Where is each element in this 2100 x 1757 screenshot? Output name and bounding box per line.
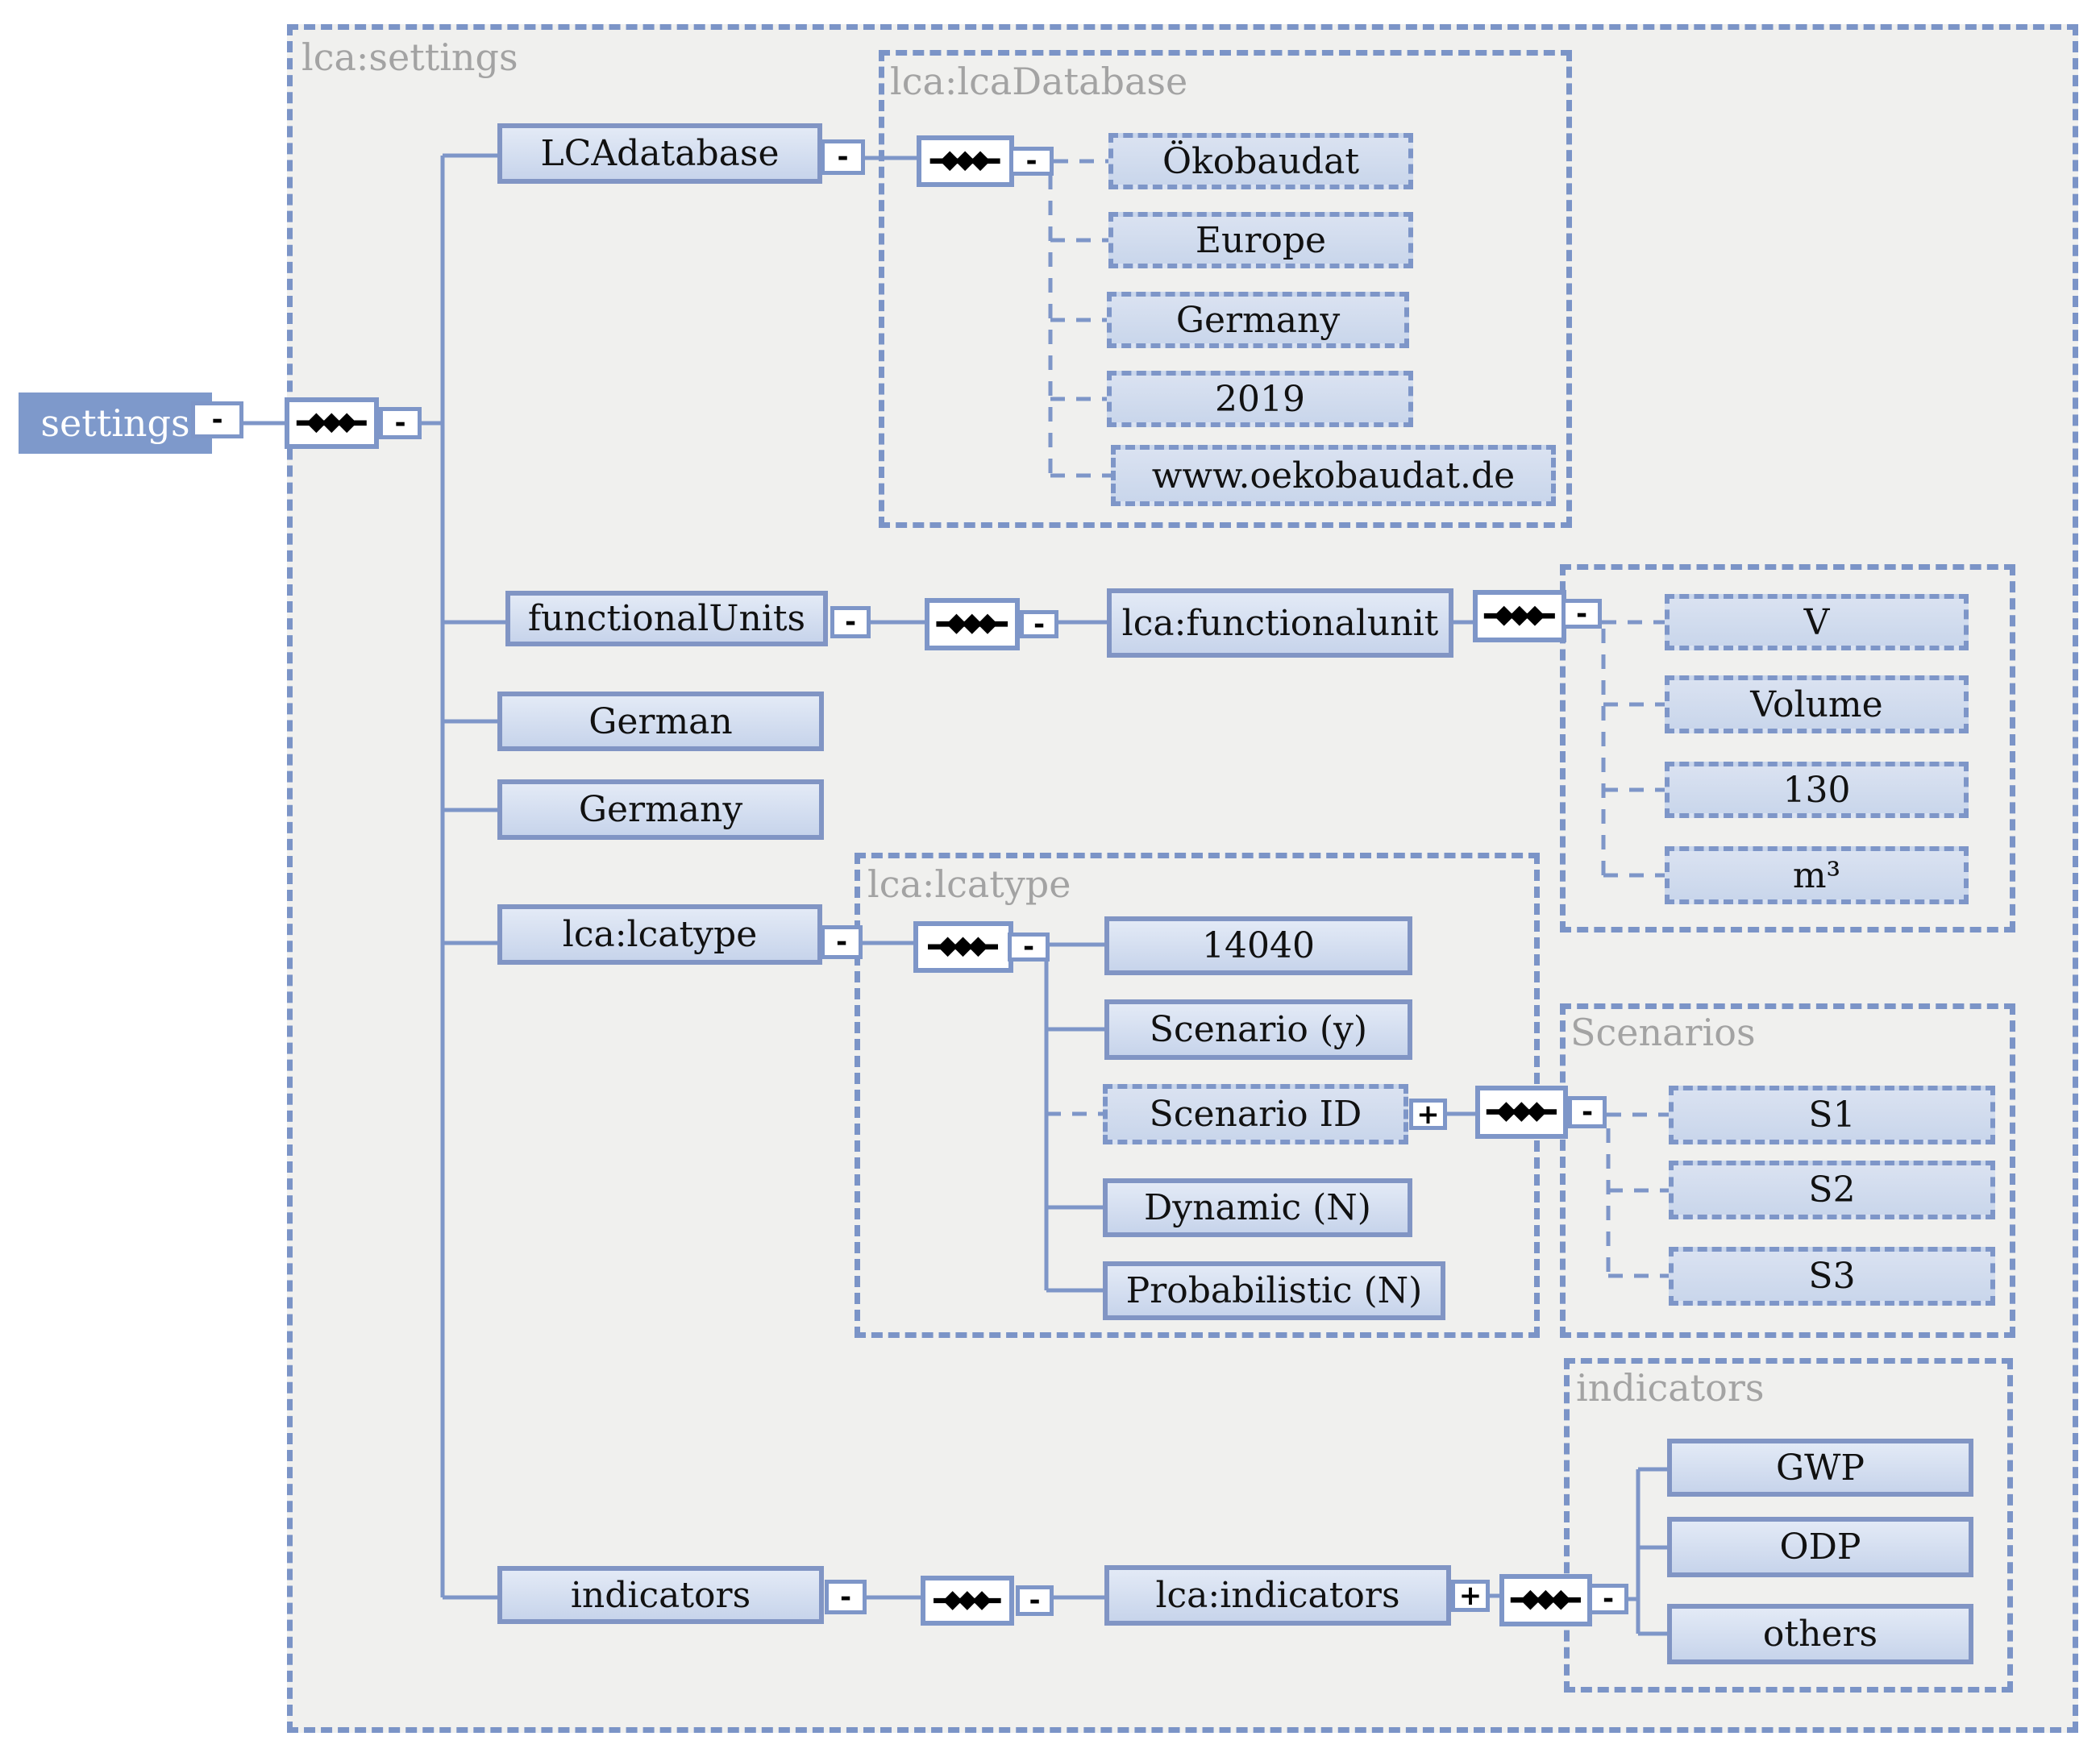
expand-button-scenario-id[interactable]: + <box>1409 1099 1447 1130</box>
value-volume[interactable]: Volume <box>1665 675 1969 733</box>
collapse-button-lca-lcatype[interactable]: - <box>821 925 863 959</box>
sequence-icon-lca-indicators[interactable] <box>1499 1574 1592 1626</box>
value-v[interactable]: V <box>1665 594 1969 650</box>
collapse-button-lca-lcatype-seq[interactable]: - <box>1008 932 1050 962</box>
root-element-settings[interactable]: settings <box>19 393 212 454</box>
value-dynamic-n[interactable]: Dynamic (N) <box>1103 1178 1412 1237</box>
element-germany[interactable]: Germany <box>497 779 824 840</box>
value-odp[interactable]: ODP <box>1667 1517 1973 1577</box>
container-indicators <box>1564 1358 2013 1693</box>
element-functionalunits[interactable]: functionalUnits <box>505 591 828 646</box>
container-label-lca-lcadatabase: lca:lcaDatabase <box>890 60 1188 103</box>
collapse-button-lcadatabase[interactable]: - <box>821 139 865 175</box>
sequence-icon-lca-lcatype[interactable] <box>913 921 1013 973</box>
collapse-button-indicators[interactable]: - <box>825 1580 867 1614</box>
value-s3[interactable]: S3 <box>1669 1247 1995 1306</box>
collapse-button-lcadatabase-seq[interactable]: - <box>1009 147 1054 176</box>
value-europe[interactable]: Europe <box>1108 212 1413 268</box>
container-lca-lcadatabase <box>879 50 1572 528</box>
dashed-connectors <box>1046 159 1669 1278</box>
collapse-button-settings-seq[interactable]: - <box>379 407 422 439</box>
sequence-icon-settings[interactable] <box>285 397 379 449</box>
element-lca-lcatype[interactable]: lca:lcatype <box>497 904 822 965</box>
element-lca-indicators[interactable]: lca:indicators <box>1104 1565 1451 1626</box>
element-lcadatabase[interactable]: LCAdatabase <box>497 123 822 184</box>
collapse-button-settings[interactable]: - <box>191 401 243 438</box>
sequence-icon-scenarios[interactable] <box>1475 1086 1568 1139</box>
sequence-icon-indicators[interactable] <box>921 1576 1014 1626</box>
collapse-button-lca-functionalunit-seq[interactable]: - <box>1561 599 1602 629</box>
value-gwp[interactable]: GWP <box>1667 1439 1973 1497</box>
value-www-oekobaudat-de[interactable]: www.oekobaudat.de <box>1111 445 1556 506</box>
element-indicators[interactable]: indicators <box>497 1566 824 1624</box>
container-label-lca-lcatype: lca:lcatype <box>867 862 1071 906</box>
value-probabilistic-n[interactable]: Probabilistic (N) <box>1103 1261 1445 1320</box>
value-2019[interactable]: 2019 <box>1107 371 1413 427</box>
collapse-button-functionalunits[interactable]: - <box>830 606 871 638</box>
sequence-icon-functionalunits[interactable] <box>925 598 1020 650</box>
container-scenarios <box>1560 1003 2015 1338</box>
container-label-lca-settings: lca:settings <box>301 35 518 79</box>
container-label-scenarios: Scenarios <box>1570 1011 1756 1054</box>
value-m3[interactable]: m³ <box>1665 846 1969 904</box>
solid-connectors <box>243 153 1667 1636</box>
value-oekobaudat[interactable]: Ökobaudat <box>1108 133 1413 189</box>
element-lca-functionalunit[interactable]: lca:functionalunit <box>1107 588 1453 658</box>
collapse-button-indicators-seq[interactable]: - <box>1016 1585 1054 1616</box>
value-s2[interactable]: S2 <box>1669 1161 1995 1219</box>
collapse-button-lca-indicators-seq[interactable]: - <box>1588 1584 1628 1614</box>
value-scenario-y[interactable]: Scenario (y) <box>1104 999 1412 1060</box>
value-130[interactable]: 130 <box>1665 762 1969 818</box>
container-label-indicators: indicators <box>1576 1366 1765 1410</box>
value-14040[interactable]: 14040 <box>1104 916 1412 975</box>
element-german[interactable]: German <box>497 692 824 751</box>
value-germany[interactable]: Germany <box>1107 292 1409 348</box>
value-scenario-id[interactable]: Scenario ID <box>1103 1084 1408 1144</box>
value-others[interactable]: others <box>1667 1604 1973 1664</box>
sequence-icon-lca-functionalunit[interactable] <box>1473 590 1566 642</box>
value-s1[interactable]: S1 <box>1669 1086 1995 1144</box>
container-functionalunit-values <box>1560 564 2015 932</box>
expand-button-lca-indicators[interactable]: + <box>1451 1580 1490 1612</box>
collapse-button-scenarios-seq[interactable]: - <box>1568 1096 1607 1128</box>
collapse-button-functionalunits-seq[interactable]: - <box>1020 610 1058 638</box>
sequence-icon-lcadatabase[interactable] <box>917 135 1014 187</box>
